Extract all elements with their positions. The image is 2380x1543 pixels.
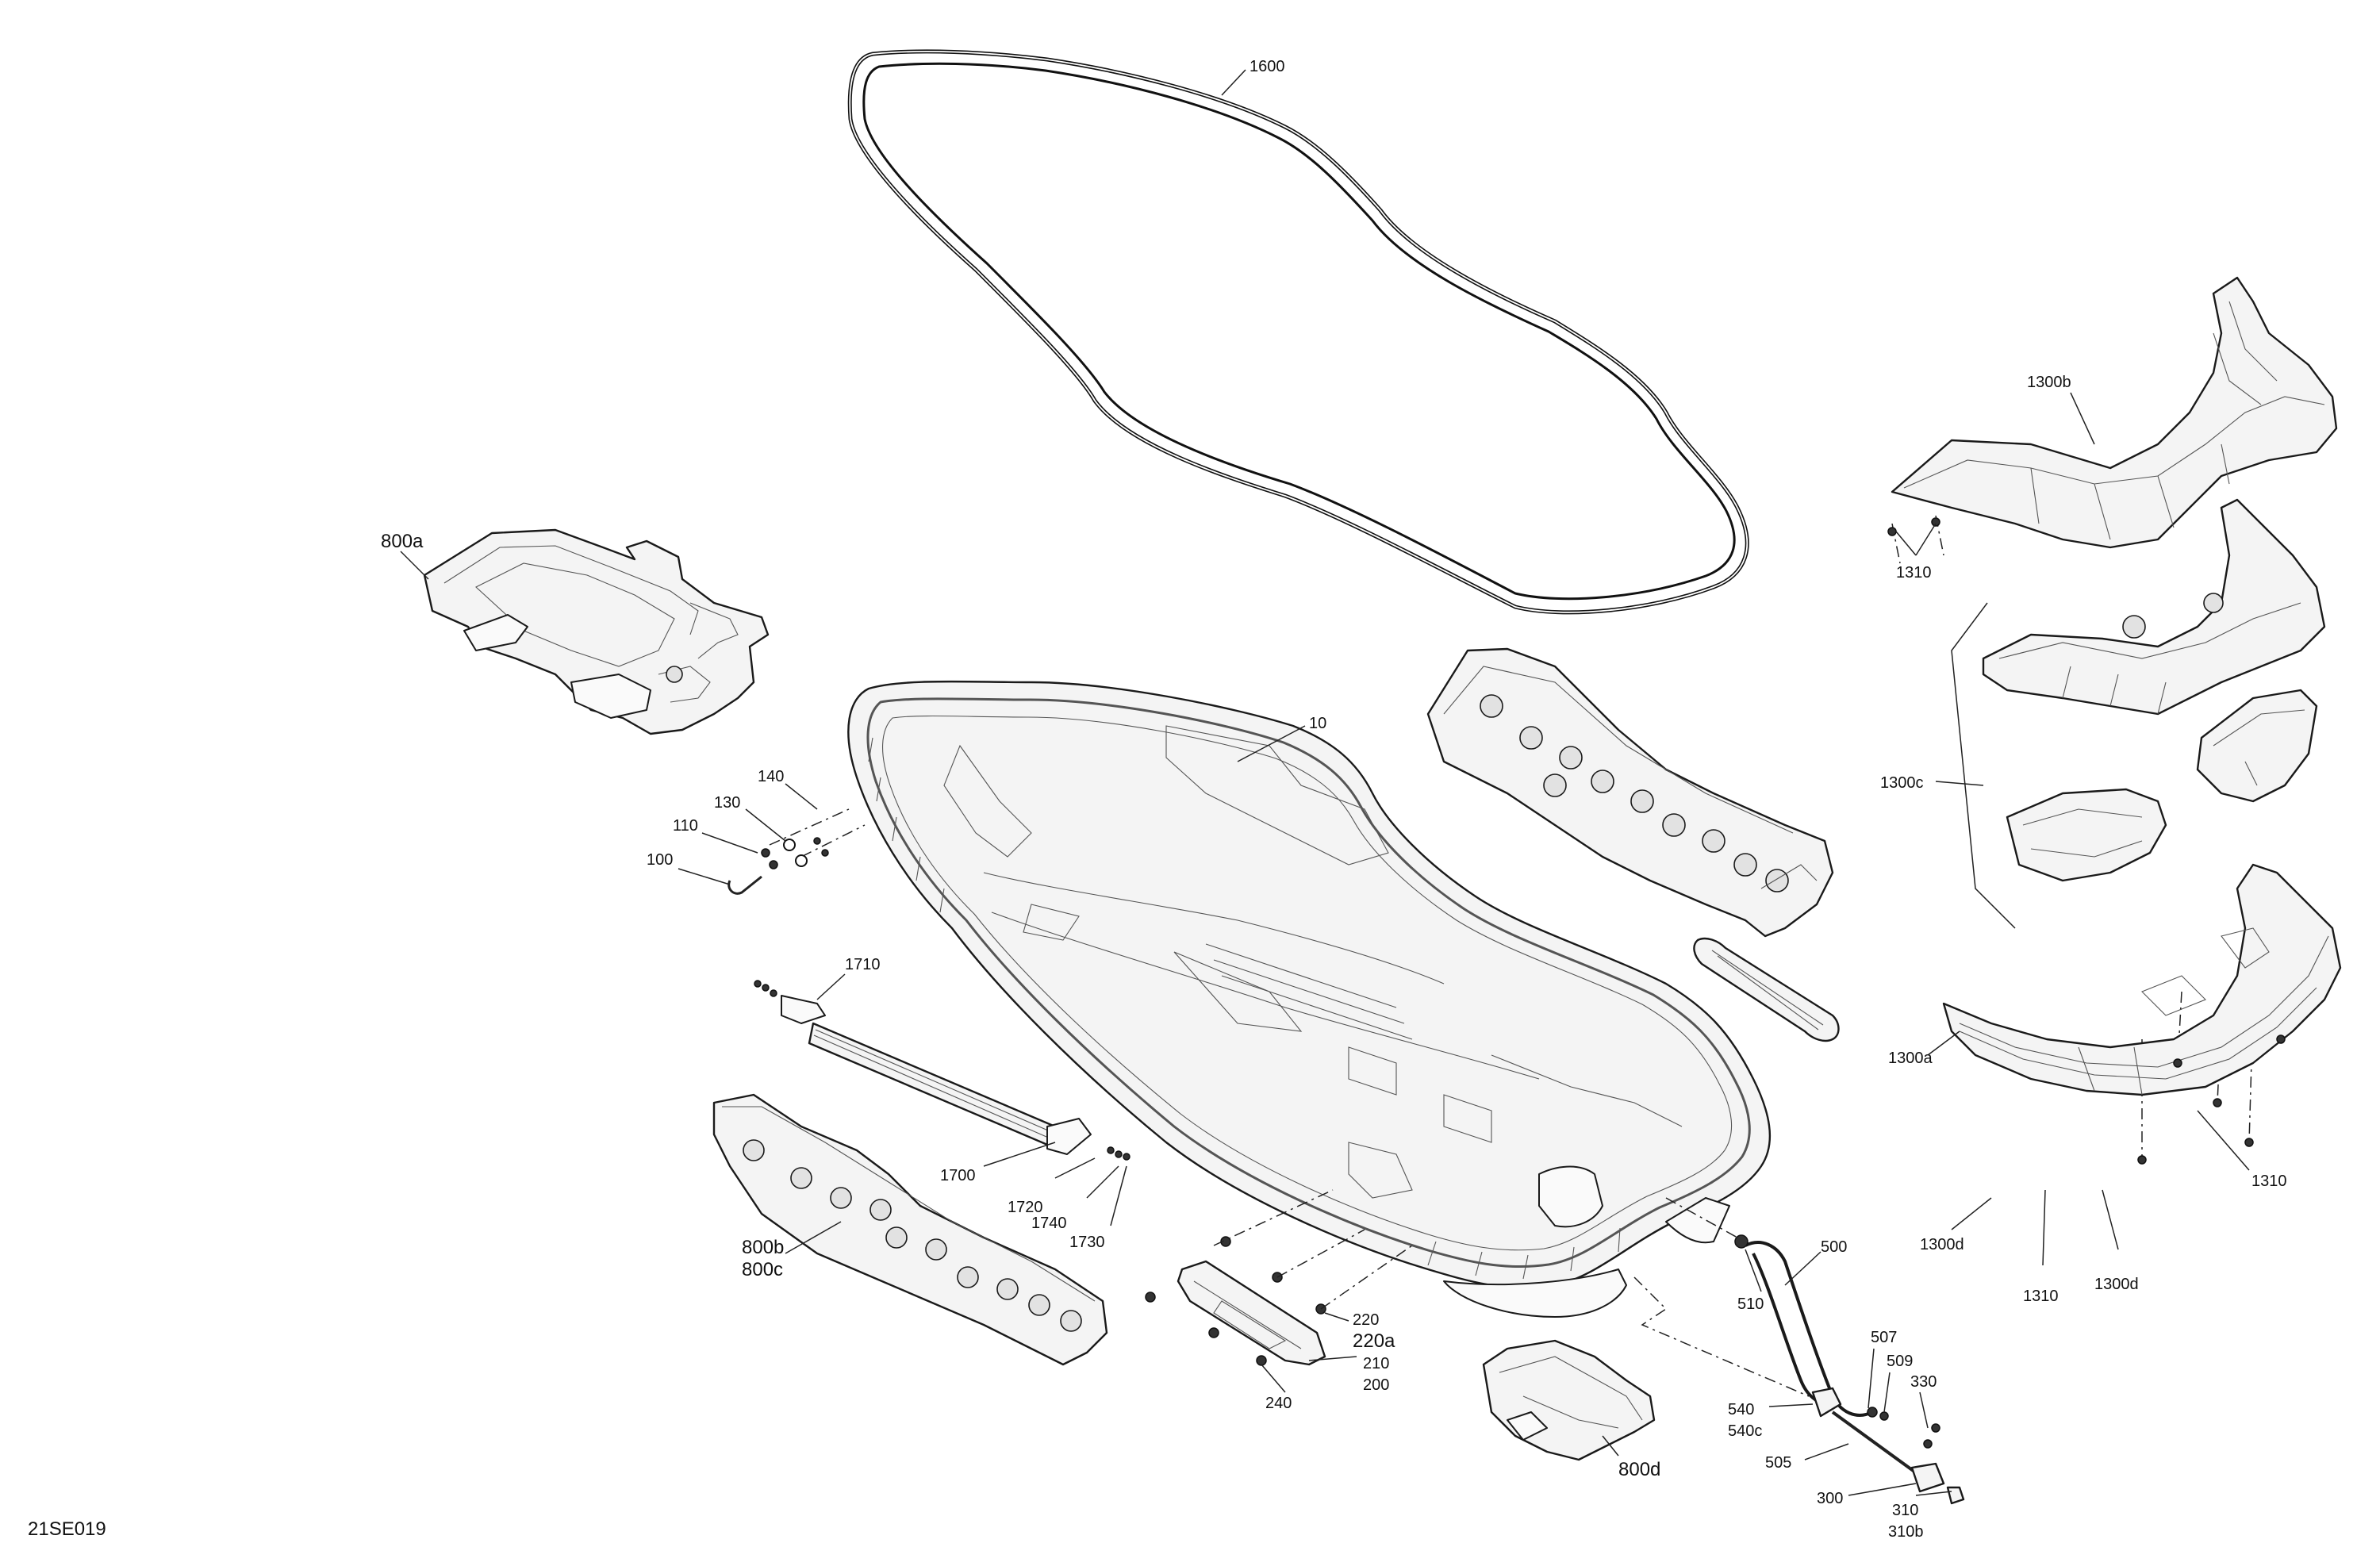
- part-10-hull-tub: [847, 680, 1772, 1318]
- callout-labels: 1600 800a 10 140 130 110 100 1710 1700 1…: [28, 58, 2287, 1541]
- fasteners-100-140: [727, 837, 829, 895]
- callout-1700: 1700: [940, 1167, 976, 1184]
- part-800b-side-insert: [712, 1093, 1108, 1366]
- callout-800c: 800c: [742, 1259, 783, 1280]
- callout-800b: 800b: [742, 1237, 784, 1258]
- callout-330: 330: [1910, 1373, 1937, 1391]
- callout-510: 510: [1737, 1295, 1764, 1313]
- callout-1710: 1710: [845, 956, 881, 973]
- callout-1310-right: 1310: [2251, 1173, 2287, 1190]
- callout-1740: 1740: [1031, 1215, 1067, 1232]
- part-800a-storage-tray: [423, 528, 770, 735]
- part-1600-seal: [847, 49, 1749, 615]
- callout-220: 220: [1353, 1311, 1379, 1329]
- callout-1300b: 1300b: [2027, 374, 2071, 391]
- callout-300: 300: [1817, 1490, 1843, 1507]
- callout-1310-bottom: 1310: [2023, 1288, 2059, 1305]
- callout-505: 505: [1765, 1454, 1791, 1472]
- callout-1720: 1720: [1008, 1199, 1043, 1216]
- part-500-cable: [1734, 1234, 1965, 1505]
- callout-220a: 220a: [1353, 1330, 1395, 1352]
- callout-540c: 540c: [1728, 1422, 1762, 1440]
- leader-lines: [400, 69, 2250, 1496]
- callout-1600: 1600: [1250, 58, 1285, 75]
- part-1300b-top-cover: [1891, 276, 2338, 549]
- callout-140: 140: [758, 768, 784, 785]
- part-1300c-cover-set: [1951, 498, 2326, 929]
- callout-1300d-left: 1300d: [1920, 1236, 1964, 1253]
- part-1300a-front-bumper: [1942, 863, 2342, 1096]
- callout-310: 310: [1892, 1502, 1918, 1519]
- part-800-upper-insert: [1426, 647, 1834, 938]
- callout-1730: 1730: [1069, 1234, 1105, 1251]
- callout-1300c: 1300c: [1880, 774, 1924, 792]
- callout-800a: 800a: [381, 531, 424, 552]
- callout-240: 240: [1265, 1395, 1292, 1412]
- callout-509: 509: [1887, 1353, 1913, 1370]
- callout-130: 130: [714, 794, 740, 812]
- part-side-pad: [1693, 937, 1840, 1042]
- callout-1310-top: 1310: [1896, 564, 1932, 582]
- callout-310b: 310b: [1888, 1523, 1924, 1541]
- callout-1300d-right: 1300d: [2094, 1276, 2139, 1293]
- callout-100: 100: [647, 851, 673, 869]
- callout-200: 200: [1363, 1376, 1389, 1394]
- callout-500: 500: [1821, 1238, 1847, 1256]
- part-1700-rail: [754, 980, 1130, 1161]
- callout-110: 110: [673, 817, 698, 835]
- callout-507: 507: [1871, 1329, 1897, 1346]
- callout-1300a: 1300a: [1888, 1050, 1933, 1067]
- part-210-bracket-plate: [1145, 1236, 1326, 1366]
- callout-210: 210: [1363, 1355, 1389, 1372]
- callout-10: 10: [1309, 715, 1326, 732]
- callout-800d: 800d: [1618, 1459, 1660, 1480]
- part-800d-lower-box: [1482, 1339, 1656, 1461]
- screws-1300d-1310: [1887, 517, 2286, 1165]
- callout-540: 540: [1728, 1401, 1754, 1418]
- diagram-id: 21SE019: [28, 1518, 106, 1540]
